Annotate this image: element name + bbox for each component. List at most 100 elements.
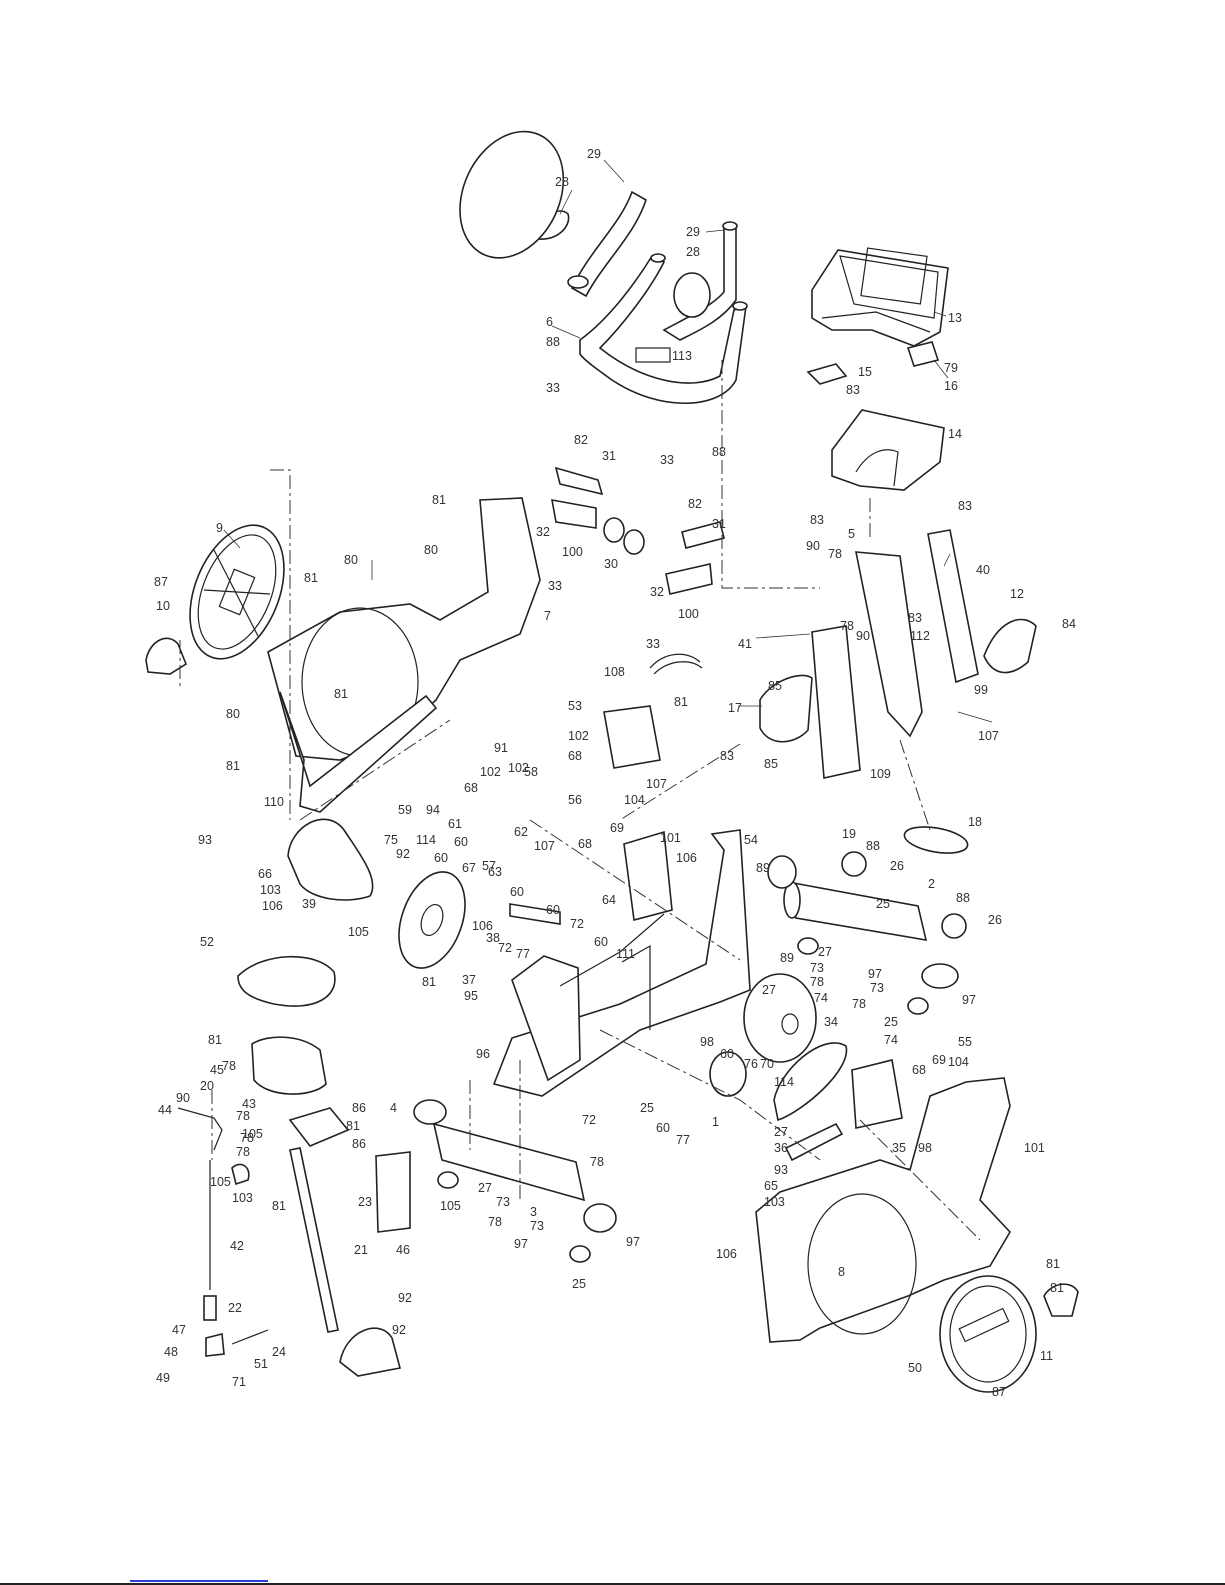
callout: 69 (932, 1053, 946, 1067)
callout: 69 (610, 821, 624, 835)
main-frame-1 (492, 829, 751, 1097)
disc-9-left (189, 524, 285, 660)
callout: 103 (232, 1191, 253, 1205)
callout: 106 (262, 899, 283, 913)
sleeves-30 (603, 517, 645, 555)
callout-labels: 29 28 29 28 6 88 113 33 88 82 31 32 100 … (154, 147, 1076, 1399)
callout: 76 (744, 1057, 758, 1071)
callout: 5 (848, 527, 855, 541)
callout: 102 (568, 729, 589, 743)
callout: 56 (568, 793, 582, 807)
callout: 81 (334, 687, 348, 701)
cover-31-right (681, 521, 725, 549)
callout: 87 (992, 1385, 1006, 1399)
callout: 61 (448, 817, 462, 831)
callout: 114 (774, 1075, 794, 1089)
callout: 81 (304, 571, 318, 585)
callout: 13 (948, 311, 962, 325)
endcap-25-b (921, 963, 959, 989)
belt-36 (773, 1042, 848, 1122)
callout: 78 (828, 547, 842, 561)
endcap-25-d (583, 1203, 617, 1233)
left-shroud-7 (267, 497, 541, 813)
cover-31-left (554, 466, 604, 496)
callout: 31 (712, 517, 726, 531)
callout: 14 (948, 427, 962, 441)
upright-5 (855, 551, 923, 738)
callout: 60 (434, 851, 448, 865)
callout: 15 (858, 365, 872, 379)
callout: 77 (516, 947, 530, 961)
callout: 77 (676, 1133, 690, 1147)
callout: 30 (604, 557, 618, 571)
callout: 78 (222, 1059, 236, 1073)
callout: 93 (198, 833, 212, 847)
disc-9-right (939, 1275, 1037, 1393)
callout: 60 (656, 1121, 670, 1135)
axle-64 (509, 903, 561, 925)
callout: 72 (582, 1113, 596, 1127)
callout: 95 (464, 989, 478, 1003)
callout: 47 (172, 1323, 186, 1337)
disc-cover-9-left (459, 130, 565, 259)
console-13 (811, 247, 949, 347)
seat-post-42 (289, 1147, 339, 1333)
callout: 86 (352, 1101, 366, 1115)
wire-108 (649, 653, 703, 675)
callout: 83 (908, 611, 922, 625)
callout: 106 (676, 851, 697, 865)
pedal-11 (1043, 1283, 1079, 1317)
callout: 29 (587, 147, 601, 161)
callout: 64 (602, 893, 616, 907)
callout: 67 (462, 861, 476, 875)
callout: 94 (426, 803, 440, 817)
callout: 63 (488, 865, 502, 879)
callout: 28 (686, 245, 700, 259)
foot-27-c (437, 1171, 459, 1189)
callout: 87 (154, 575, 168, 589)
assembly-lines (179, 360, 981, 1241)
callout: 97 (962, 993, 976, 1007)
handlebar-29-left (567, 190, 647, 298)
callout: 73 (870, 981, 884, 995)
bracket-53 (603, 705, 661, 769)
callout: 65 (764, 1179, 778, 1193)
spring-47 (203, 1295, 217, 1321)
callout: 19 (842, 827, 856, 841)
callout: 34 (824, 1015, 838, 1029)
callout: 32 (650, 585, 664, 599)
callout: 29 (686, 225, 700, 239)
callout: 48 (164, 1345, 178, 1359)
callout: 66 (258, 867, 272, 881)
callout: 98 (918, 1141, 932, 1155)
footer-link-underline[interactable] (130, 1580, 268, 1582)
callout: 12 (1010, 587, 1024, 601)
callout: 108 (604, 665, 625, 679)
callout: 88 (546, 335, 560, 349)
callout: 81 (422, 975, 436, 989)
callout: 49 (156, 1371, 170, 1385)
callout: 78 (590, 1155, 604, 1169)
callout: 85 (764, 757, 778, 771)
bracket-15 (806, 363, 848, 385)
endcap-25-c (413, 1099, 447, 1125)
handlebar-29-right (662, 221, 738, 341)
callout: 10 (156, 599, 170, 613)
callout: 45 (210, 1063, 224, 1077)
callout: 107 (534, 839, 555, 853)
callout: 74 (814, 991, 828, 1005)
callout: 7 (544, 609, 551, 623)
callout: 39 (302, 897, 316, 911)
callout: 3 (530, 1205, 537, 1219)
foot-27-b (907, 997, 929, 1015)
callout: 60 (454, 835, 468, 849)
callout: 104 (948, 1055, 969, 1069)
callout: 86 (352, 1137, 366, 1151)
callout: 107 (646, 777, 667, 791)
bracket-55 (851, 1059, 903, 1129)
callout: 101 (1024, 1141, 1045, 1155)
callout: 21 (354, 1243, 368, 1257)
callout: 93 (774, 1163, 788, 1177)
callout: 78 (488, 1215, 502, 1229)
callout: 104 (624, 793, 645, 807)
